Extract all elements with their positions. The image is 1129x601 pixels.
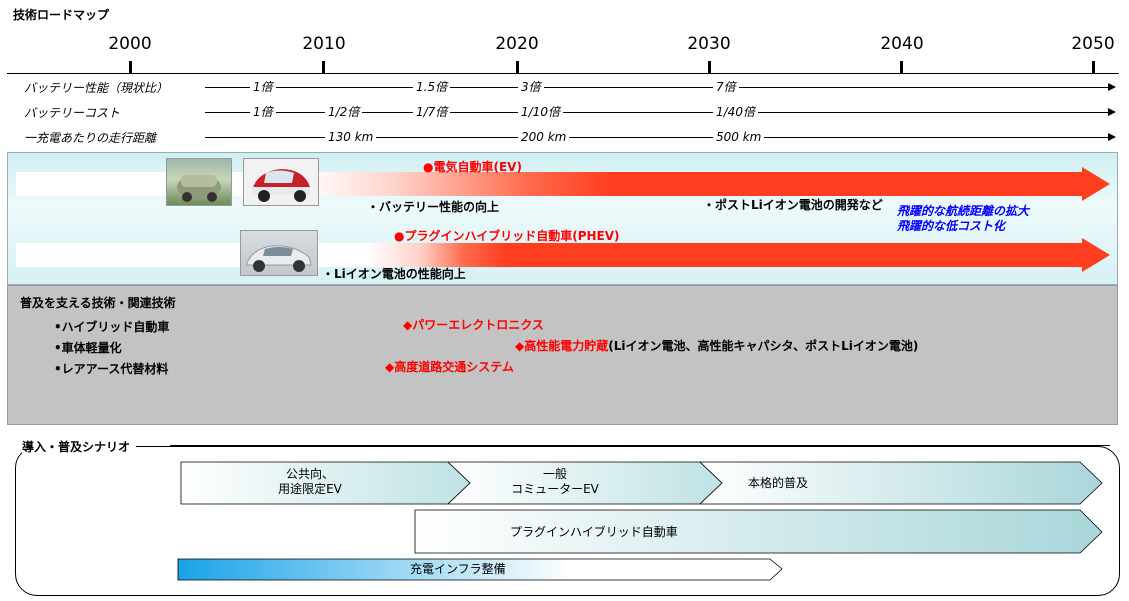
scenario-top-line <box>170 445 1110 446</box>
related-energy-storage-detail: (Liイオン電池、高性能キャパシタ、ポストLiイオン電池) <box>608 339 919 353</box>
stage-commuter-ev-label: 一般 コミューターEV <box>480 467 630 497</box>
tick-2050 <box>1092 61 1095 73</box>
scenario-frame <box>15 446 1120 596</box>
stage-public-ev-label: 公共向、 用途限定EV <box>230 467 390 497</box>
stage-charging-infra-label: 充電インフラ整備 <box>410 562 506 576</box>
stage-public-ev-line1: 公共向、 <box>285 467 334 481</box>
ev-range-note: 飛躍的な航続距離の拡大 <box>897 204 1030 218</box>
related-its: ◆高度道路交通システム <box>385 360 514 374</box>
metric-value: 1倍 <box>250 105 276 119</box>
ev-note-battery: ・バッテリー性能の向上 <box>367 200 500 214</box>
phev-note: ・Liイオン電池の性能向上 <box>322 267 466 281</box>
car-icon <box>246 245 312 272</box>
tick-2020 <box>516 61 519 73</box>
stage-commuter-ev-line2: コミューターEV <box>511 482 599 496</box>
metric-value: 1/7倍 <box>413 105 451 119</box>
year-2030: 2030 <box>687 34 731 54</box>
phev-photo-car <box>240 230 318 276</box>
metric-line-battery-cost <box>205 112 1108 113</box>
related-energy-storage: ◆高性能電力貯蔵(Liイオン電池、高性能キャパシタ、ポストLiイオン電池) <box>515 337 918 354</box>
stage-full-diffusion-label: 本格的普及 <box>748 476 809 490</box>
ev-note-post-li: ・ポストLiイオン電池の開発など <box>703 198 883 212</box>
metric-value: 7倍 <box>713 80 739 94</box>
metric-value: 1.5倍 <box>413 80 451 94</box>
ev-cost-note: 飛躍的な低コスト化 <box>897 219 1006 233</box>
ev-title: ●電気自動車(EV) <box>423 160 522 174</box>
metric-value: 1/10倍 <box>518 105 563 119</box>
related-item: •ハイブリッド自動車 <box>54 320 170 334</box>
related-tech-band <box>7 285 1118 425</box>
metric-label-driving-range: 一充電あたりの走行距離 <box>24 131 157 145</box>
timeline-axis <box>7 73 1119 74</box>
year-2020: 2020 <box>495 34 539 54</box>
stage-public-ev-line2: 用途限定EV <box>278 482 342 496</box>
metric-label-battery-cost: バッテリーコスト <box>24 106 121 120</box>
metric-line-driving-range <box>205 137 1108 138</box>
metric-value: 500 km <box>713 130 765 144</box>
related-heading: 普及を支える技術・関連技術 <box>20 296 176 310</box>
year-2040: 2040 <box>880 34 924 54</box>
stage-charging-infra <box>177 558 783 581</box>
metric-value: 3倍 <box>518 80 544 94</box>
roadmap-title: 技術ロードマップ <box>13 8 110 22</box>
tick-2010 <box>322 61 325 73</box>
year-2000: 2000 <box>108 34 152 54</box>
tick-2000 <box>129 61 132 73</box>
stage-phev-label: プラグインハイブリッド自動車 <box>510 525 678 539</box>
stage-commuter-ev-line1: 一般 <box>542 467 567 481</box>
stage-full-diffusion <box>699 461 1103 505</box>
phev-title: ●プラグインハイブリッド自動車(PHEV) <box>394 229 620 243</box>
metric-value: 1/2倍 <box>325 105 363 119</box>
year-2050: 2050 <box>1071 34 1115 54</box>
metric-value: 130 km <box>325 130 377 144</box>
year-2010: 2010 <box>302 34 346 54</box>
metric-value: 1/40倍 <box>713 105 758 119</box>
tick-2030 <box>708 61 711 73</box>
ev-photo-imiev <box>243 158 319 206</box>
car-icon <box>252 169 310 202</box>
stage-phev <box>414 509 1103 554</box>
metric-value: 200 km <box>518 130 570 144</box>
related-item: •レアアース代替材料 <box>54 362 169 376</box>
metric-label-battery-performance: バッテリー性能（現状比） <box>24 81 169 95</box>
metric-value: 1倍 <box>250 80 276 94</box>
related-item: •車体軽量化 <box>54 341 122 355</box>
related-power-electronics: ◆パワーエレクトロニクス <box>403 318 544 332</box>
related-energy-storage-label: ◆高性能電力貯蔵 <box>515 339 609 353</box>
car-icon <box>177 175 221 202</box>
ev-photo-small-car <box>166 158 232 206</box>
metric-line-battery-performance <box>205 87 1108 88</box>
tick-2040 <box>900 61 903 73</box>
arrowhead-icon <box>1108 108 1116 116</box>
arrowhead-icon <box>1108 133 1116 141</box>
arrowhead-icon <box>1108 83 1116 91</box>
phev-arrow <box>16 238 1110 272</box>
scenario-title: 導入・普及シナリオ <box>22 438 137 455</box>
